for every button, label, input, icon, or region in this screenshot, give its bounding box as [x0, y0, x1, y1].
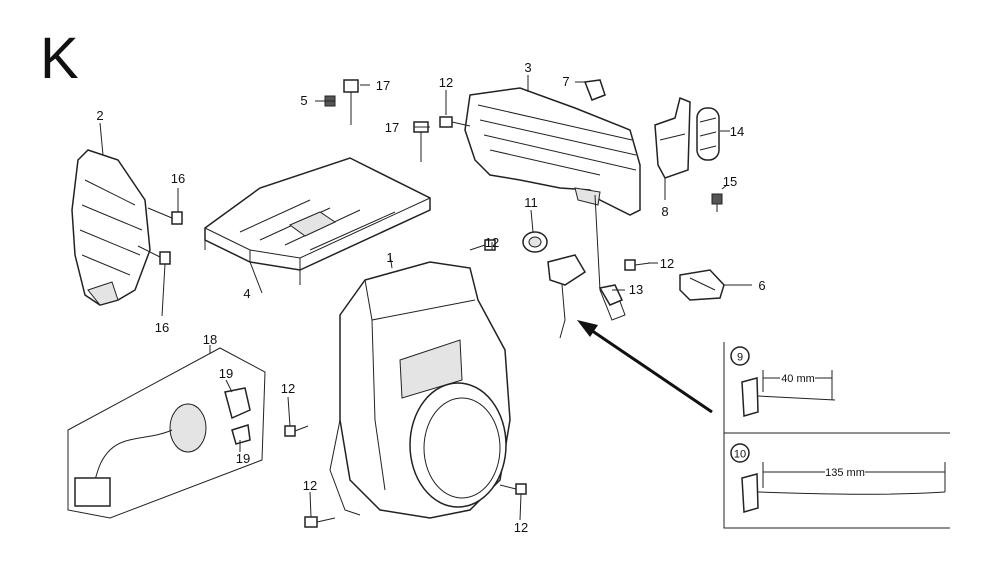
part-8-bracket: [654, 96, 691, 179]
bolt-12-cover: [439, 116, 471, 128]
bolt-17-left: [343, 79, 359, 125]
callout-16-lower: 16: [155, 320, 169, 335]
bolt-12-housing-bottom-left: [304, 516, 336, 528]
callout-17-right: 17: [385, 120, 399, 135]
callout-5: 5: [300, 93, 307, 108]
callout-6: 6: [758, 278, 765, 293]
clip-7: [583, 79, 606, 101]
bolt-12-housing-bottom-right: [499, 483, 527, 495]
callout-14: 14: [730, 124, 744, 139]
callout-12-housing-bottom-left: 12: [303, 478, 317, 493]
callout-7: 7: [562, 74, 569, 89]
callout-4: 4: [243, 286, 250, 301]
callout-17-left: 17: [376, 78, 390, 93]
callout-1: 1: [386, 250, 393, 265]
callout-11: 11: [524, 195, 538, 210]
bolt-12-housing-top: [469, 239, 496, 251]
callout-12-housing-bottom-right: 12: [514, 520, 528, 535]
inset-10-dimension: 135 mm: [825, 467, 865, 479]
callout-15: 15: [723, 174, 737, 189]
inset-9-number: 9: [737, 352, 743, 364]
part-6-connector: [679, 269, 725, 301]
callouts: 2 16 16 17 5 17 12 3 7 14 8 15 11 12 12 …: [96, 60, 765, 535]
inset-10: 10 135 mm: [730, 443, 946, 513]
part-14-grommet: [696, 107, 720, 161]
callout-19-upper: 19: [219, 366, 233, 381]
inset-9-dimension: 40 mm: [781, 373, 815, 385]
inset-10-number: 10: [734, 449, 746, 461]
callout-12-cover: 12: [439, 75, 453, 90]
part-13-wire-guide: [594, 194, 626, 321]
screw-15: [711, 193, 723, 212]
callout-19-lower: 19: [236, 451, 250, 466]
bolt-16-upper: [147, 207, 183, 225]
ignition-switch: [547, 254, 587, 339]
bolt-12-housing-left: [284, 425, 309, 437]
callout-12-housing-left: 12: [281, 381, 295, 396]
section-letter: K: [40, 26, 79, 91]
callout-12-housing-top: 12: [485, 235, 499, 250]
callout-12-right: 12: [660, 256, 674, 271]
part-4-plate: [204, 157, 431, 285]
part-18-ignition-kit: [67, 345, 266, 519]
callout-13: 13: [629, 282, 643, 297]
callout-3: 3: [524, 60, 531, 75]
pointer-arrow: [577, 320, 713, 414]
leader-lines: [99, 75, 752, 521]
part-11-grommet: [522, 231, 548, 253]
inset-9: 9 40 mm: [730, 346, 836, 417]
bolt-17-right: [413, 121, 429, 162]
inset-panel: 9 40 mm 10 135 mm: [723, 342, 950, 529]
callout-18: 18: [203, 332, 217, 347]
bolt-12-right: [624, 259, 651, 271]
part-2-side-shroud: [71, 149, 151, 306]
part-3-cover: [464, 87, 641, 216]
callout-2: 2: [96, 108, 103, 123]
callout-8: 8: [661, 204, 668, 219]
callout-16-upper: 16: [171, 171, 185, 186]
part-1-fan-cover: [329, 261, 511, 519]
